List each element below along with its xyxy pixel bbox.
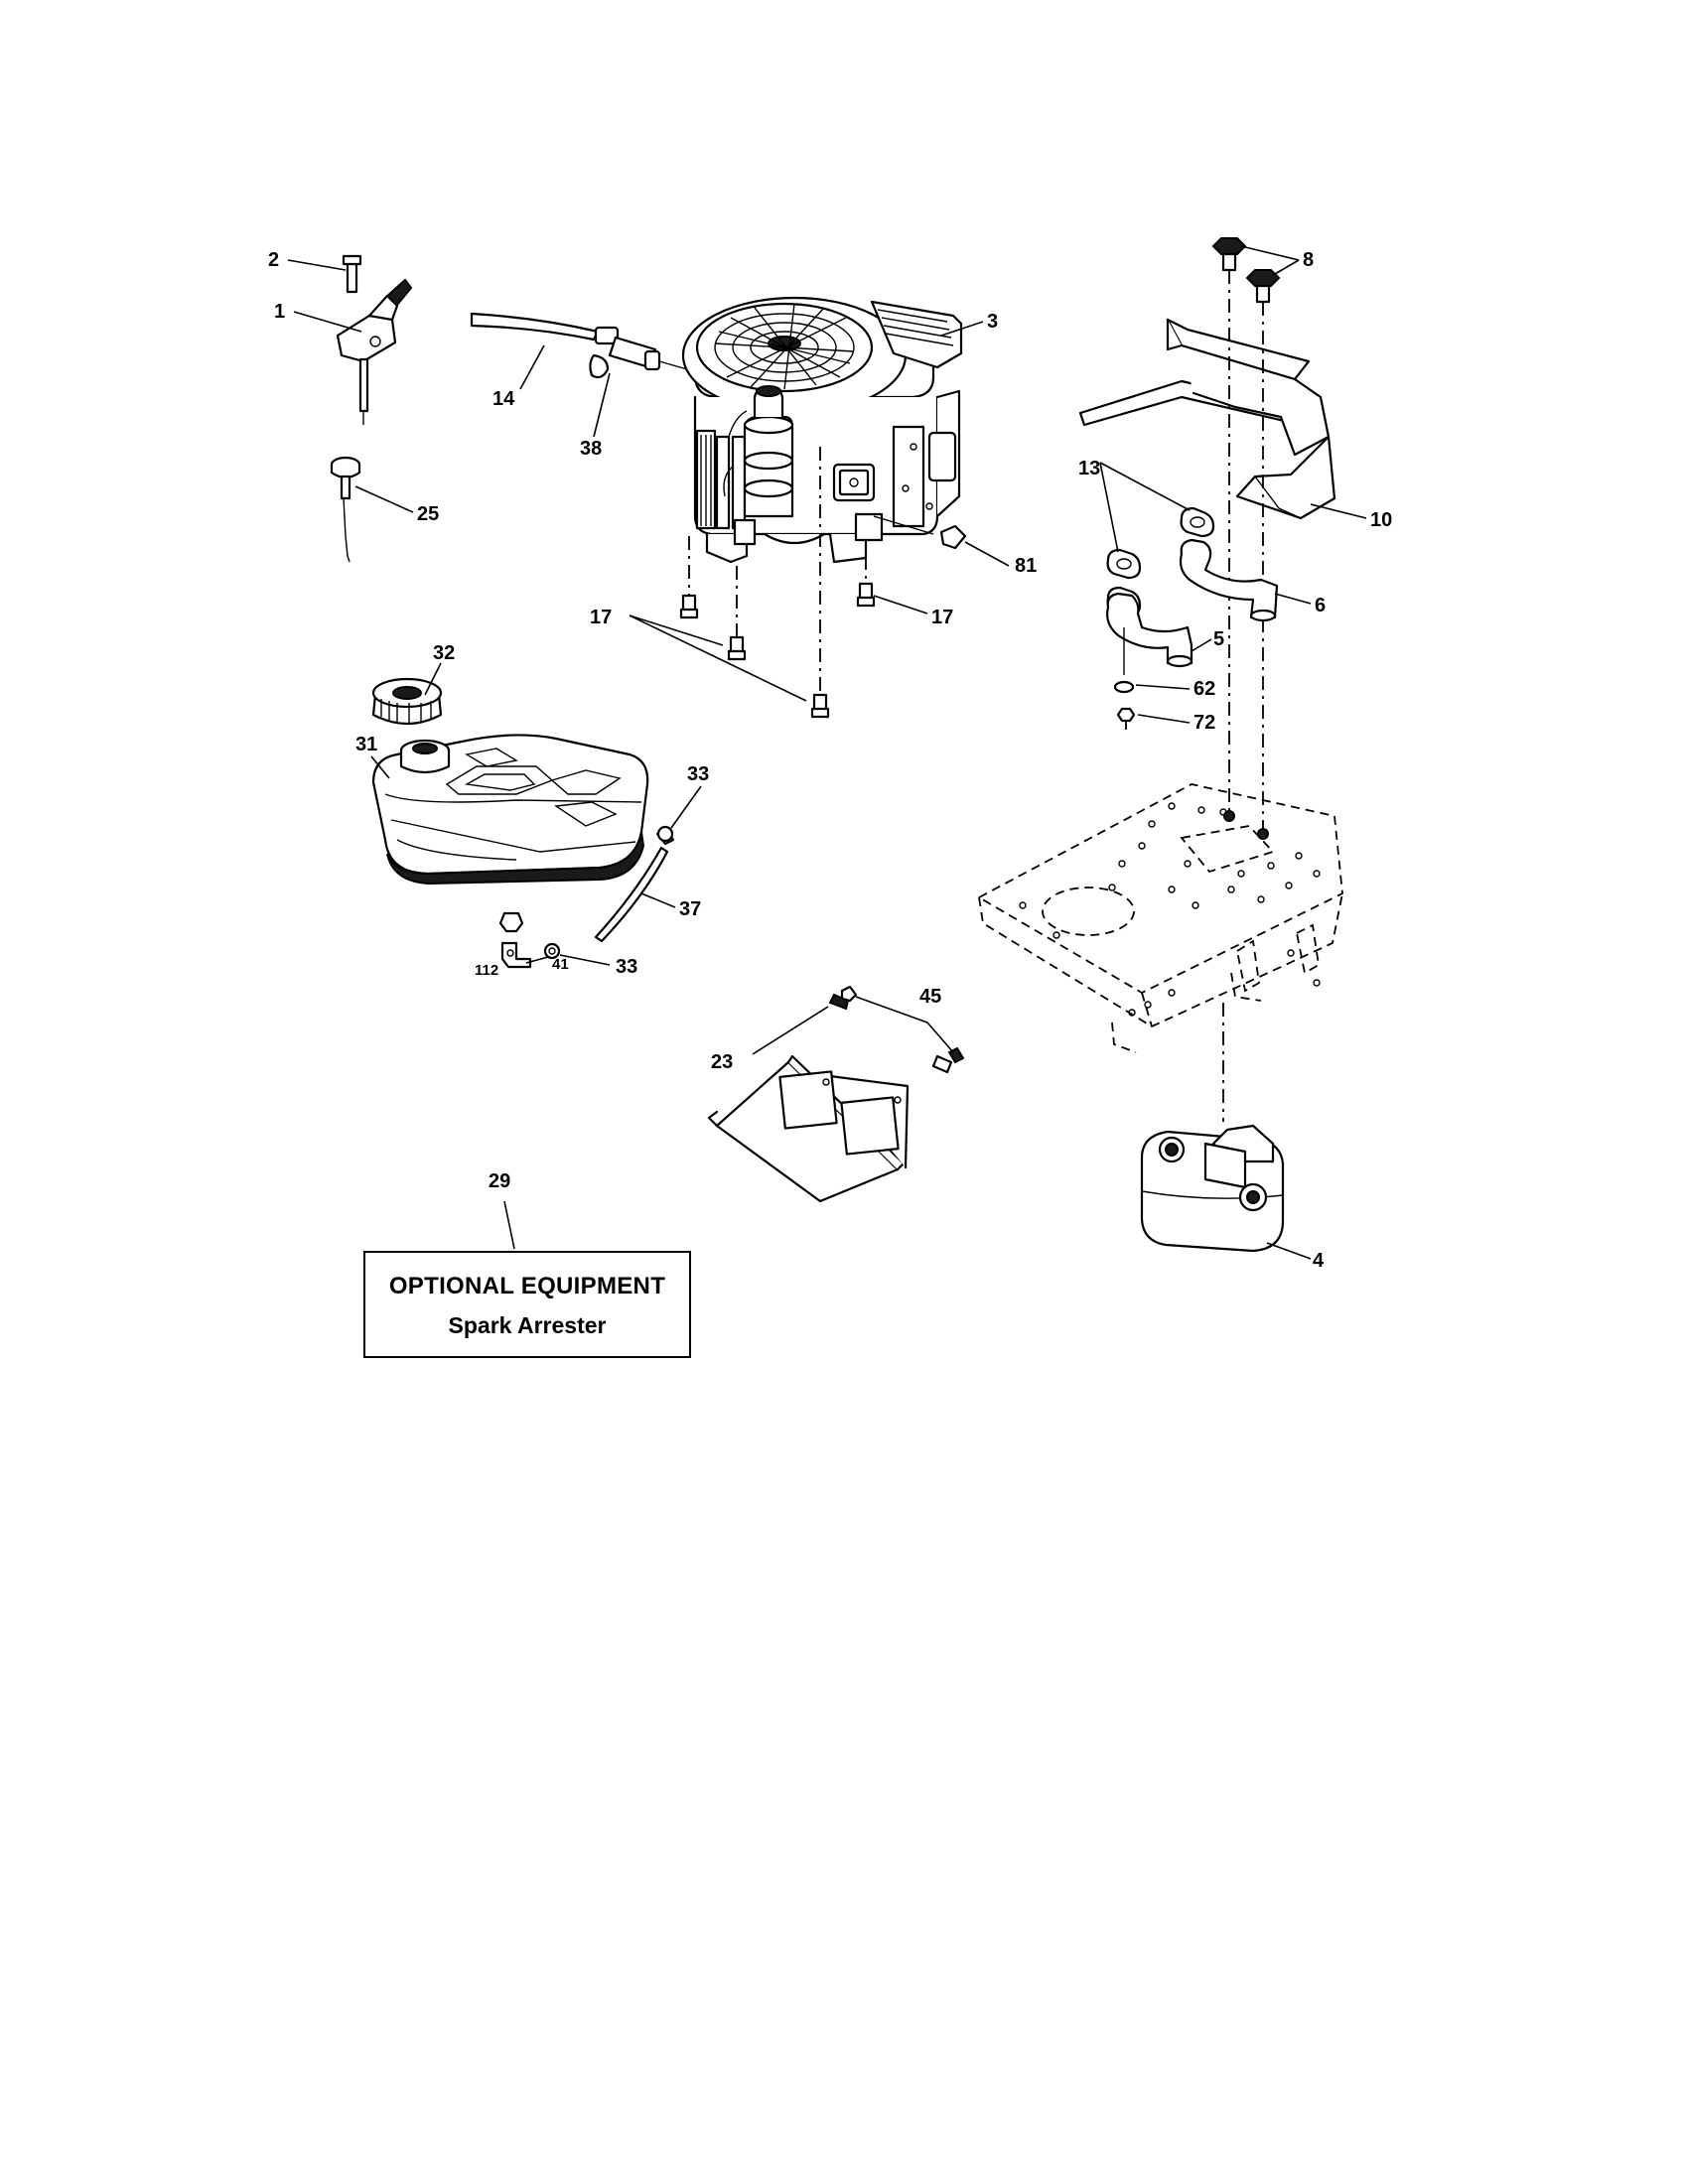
callout-4: 4 [1313,1250,1325,1272]
callout-32: 32 [433,642,455,664]
callout-38: 38 [580,438,602,460]
choke-knob-part [330,456,361,563]
callout-33-bottom: 33 [616,956,637,978]
fuel-line-part [470,312,688,379]
optional-equipment-title: OPTIONAL EQUIPMENT [388,1273,666,1299]
callout-31: 31 [355,734,377,755]
heat-shield-part [1078,318,1336,520]
throttle-control-part [336,254,413,425]
muffler-bolts-part [1211,237,1281,832]
skid-plate-part [707,985,965,1203]
callout-5: 5 [1213,628,1224,650]
callout-1: 1 [274,301,285,323]
optional-equipment-item: Spark Arrester [448,1312,607,1338]
callout-45: 45 [919,986,941,1008]
muffler-part [1140,1124,1285,1253]
callout-72: 72 [1193,712,1215,734]
callout-17-left: 17 [590,607,612,628]
callout-112: 112 [475,962,498,979]
callout-37: 37 [679,898,701,920]
frame-part [977,783,1343,1122]
exhaust-pipes-part [1106,538,1279,675]
fuel-tank-part [371,734,649,886]
callout-33-top: 33 [687,763,709,785]
callout-23: 23 [711,1051,733,1073]
callout-29: 29 [489,1170,510,1192]
callout-6: 6 [1315,595,1326,616]
callout-81: 81 [1015,555,1037,577]
fuel-line-clamps-part [498,825,675,969]
callout-labels: 2 1 3 14 38 25 81 17 17 8 13 10 6 5 62 7… [268,249,1392,1272]
callout-13: 13 [1078,458,1100,479]
callout-62: 62 [1193,678,1215,700]
callout-3: 3 [987,311,998,333]
callout-17-right: 17 [931,607,953,628]
callout-10: 10 [1370,509,1392,531]
fuel-cap-part [371,677,443,725]
callout-25: 25 [417,503,439,525]
leader-lines [287,245,1367,1260]
callout-14: 14 [492,388,515,410]
callout-41: 41 [552,956,569,973]
callout-2: 2 [268,249,279,271]
engine-bolts-part [679,447,876,719]
callout-8: 8 [1303,249,1314,271]
engine-part [681,296,967,564]
optional-equipment-box: OPTIONAL EQUIPMENT Spark Arrester [363,1251,691,1358]
washer-bolt-part [1113,680,1136,735]
